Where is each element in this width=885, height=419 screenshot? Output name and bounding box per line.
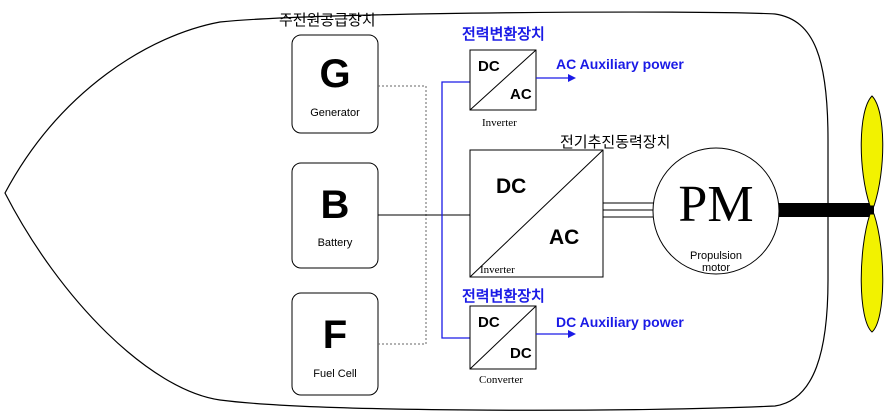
ac-aux-arrowhead: [568, 74, 576, 82]
motor-label: PM: [678, 176, 754, 233]
motor-caption-line1: Propulsion: [690, 250, 742, 262]
propeller-blade-bottom: [860, 213, 884, 333]
top-inverter-diagonal: [469, 49, 537, 111]
dc-aux-label: DC Auxiliary power: [556, 314, 684, 330]
main-inverter-label: Inverter: [480, 264, 515, 276]
generator-label: Generator: [310, 107, 360, 119]
top-inverter-label: Inverter: [482, 117, 517, 129]
generator-box: [291, 34, 379, 134]
top-inverter-out: AC: [510, 86, 532, 103]
converter-label: Converter: [479, 374, 523, 386]
dc-aux-arrowhead: [568, 330, 576, 338]
propeller-blade-top: [860, 95, 884, 207]
power-conversion-title-bottom: 전력변환장치: [462, 287, 545, 305]
main-inverter-in: DC: [496, 175, 527, 198]
battery-label: Battery: [317, 237, 353, 249]
converter-diagonal: [469, 305, 537, 370]
battery-letter: B: [320, 183, 350, 227]
main-inverter-out: AC: [549, 226, 580, 249]
top-inverter-in: DC: [478, 58, 500, 75]
propulsion-system-title: 전기추진동력장치: [560, 133, 671, 151]
power-supply-title: 주전원공급장치: [279, 11, 376, 29]
propeller-shaft: [779, 203, 874, 217]
generator-letter: G: [319, 52, 351, 96]
power-conversion-title-top: 전력변환장치: [462, 25, 545, 43]
fuel-cell-letter: F: [322, 313, 348, 357]
ac-aux-label: AC Auxiliary power: [556, 56, 684, 72]
fuel-cell-label: Fuel Cell: [313, 368, 357, 380]
converter-out: DC: [510, 345, 532, 362]
converter-in: DC: [478, 314, 500, 331]
main-inverter-diagonal: [469, 149, 604, 278]
branch-line-top: [441, 81, 470, 215]
branch-line-bottom: [441, 215, 470, 339]
motor-caption-line2: motor: [701, 262, 731, 274]
